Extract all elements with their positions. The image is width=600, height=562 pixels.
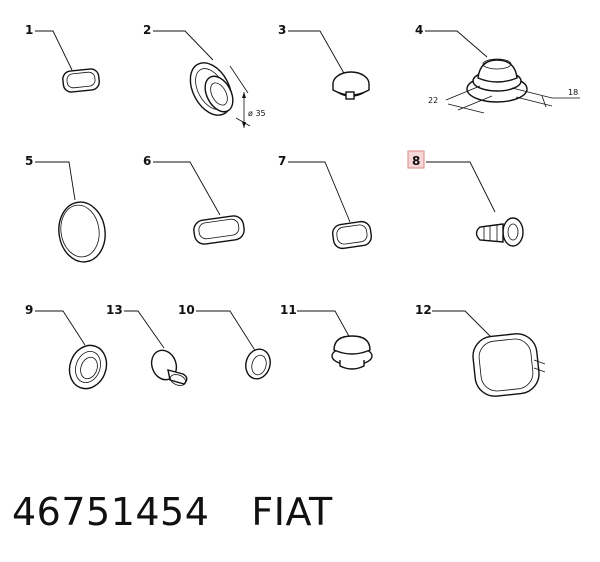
leader-line-4 bbox=[425, 30, 488, 58]
callout-1[interactable]: 1 bbox=[25, 23, 73, 71]
part-11-dome-plug[interactable] bbox=[331, 335, 373, 370]
callout-label-6: 6 bbox=[143, 154, 151, 168]
callout-11[interactable]: 11 bbox=[280, 303, 351, 339]
callout-label-13: 13 bbox=[106, 303, 123, 317]
callout-label-1: 1 bbox=[25, 23, 33, 37]
part-5-disc-plug[interactable] bbox=[55, 199, 109, 265]
leader-line-3 bbox=[288, 30, 346, 76]
part-10-small-grommet[interactable] bbox=[243, 346, 274, 381]
leader-line-1 bbox=[35, 30, 73, 71]
part-4-mount[interactable] bbox=[445, 58, 580, 114]
brand-name: FIAT bbox=[251, 490, 333, 534]
part-1-plug[interactable] bbox=[62, 68, 100, 93]
callout-2[interactable]: 2 bbox=[143, 23, 214, 61]
part-9-ring-grommet[interactable] bbox=[64, 340, 113, 394]
callout-label-10: 10 bbox=[178, 303, 195, 317]
leader-line-9 bbox=[35, 310, 86, 346]
leader-line-11 bbox=[297, 310, 351, 339]
leader-line-7 bbox=[288, 161, 351, 223]
leader-line-12 bbox=[432, 310, 493, 339]
leader-line-10 bbox=[196, 310, 257, 353]
callout-label-12: 12 bbox=[415, 303, 432, 317]
part-2-grommet[interactable] bbox=[182, 56, 251, 128]
part-8-push-clip[interactable] bbox=[475, 217, 524, 247]
leader-line-13 bbox=[124, 310, 165, 349]
callout-13[interactable]: 13 bbox=[106, 303, 165, 349]
callout-3[interactable]: 3 bbox=[278, 23, 346, 76]
callout-12[interactable]: 12 bbox=[415, 303, 493, 339]
callout-5[interactable]: 5 bbox=[25, 154, 76, 201]
callout-7[interactable]: 7 bbox=[278, 154, 351, 223]
callout-9[interactable]: 9 bbox=[25, 303, 86, 346]
callout-10[interactable]: 10 bbox=[178, 303, 257, 353]
part-caption: 46751454 FIAT bbox=[12, 490, 333, 550]
part-3-cap[interactable] bbox=[332, 71, 370, 100]
part-7-small-plug[interactable] bbox=[331, 220, 373, 250]
callout-label-2: 2 bbox=[143, 23, 151, 37]
leader-line-6 bbox=[153, 161, 221, 216]
parts-diagram: 1 2 ø 35 3 4 bbox=[25, 23, 580, 398]
dimension-width: 22 bbox=[428, 96, 438, 105]
part-number: 46751454 bbox=[12, 490, 210, 534]
callout-label-3: 3 bbox=[278, 23, 286, 37]
dimension-length: 18 bbox=[568, 88, 578, 97]
callout-4[interactable]: 4 bbox=[415, 23, 488, 58]
leader-line-8 bbox=[426, 161, 496, 213]
callout-label-7: 7 bbox=[278, 154, 286, 168]
dimension-diameter: ø 35 bbox=[248, 109, 266, 118]
callout-6[interactable]: 6 bbox=[143, 154, 221, 216]
leader-line-2 bbox=[153, 30, 214, 61]
callout-label-8: 8 bbox=[412, 154, 420, 168]
leader-line-5 bbox=[35, 161, 76, 201]
callout-label-11: 11 bbox=[280, 303, 297, 317]
callout-label-4: 4 bbox=[415, 23, 423, 37]
part-13-rivet-clip[interactable] bbox=[148, 347, 188, 388]
callout-highlight-8 bbox=[407, 150, 425, 169]
callout-label-9: 9 bbox=[25, 303, 33, 317]
callout-label-5: 5 bbox=[25, 154, 33, 168]
callout-8[interactable]: 8 bbox=[407, 150, 496, 213]
part-6-oval-plug[interactable] bbox=[193, 215, 246, 246]
part-12-large-plug[interactable] bbox=[471, 332, 546, 398]
